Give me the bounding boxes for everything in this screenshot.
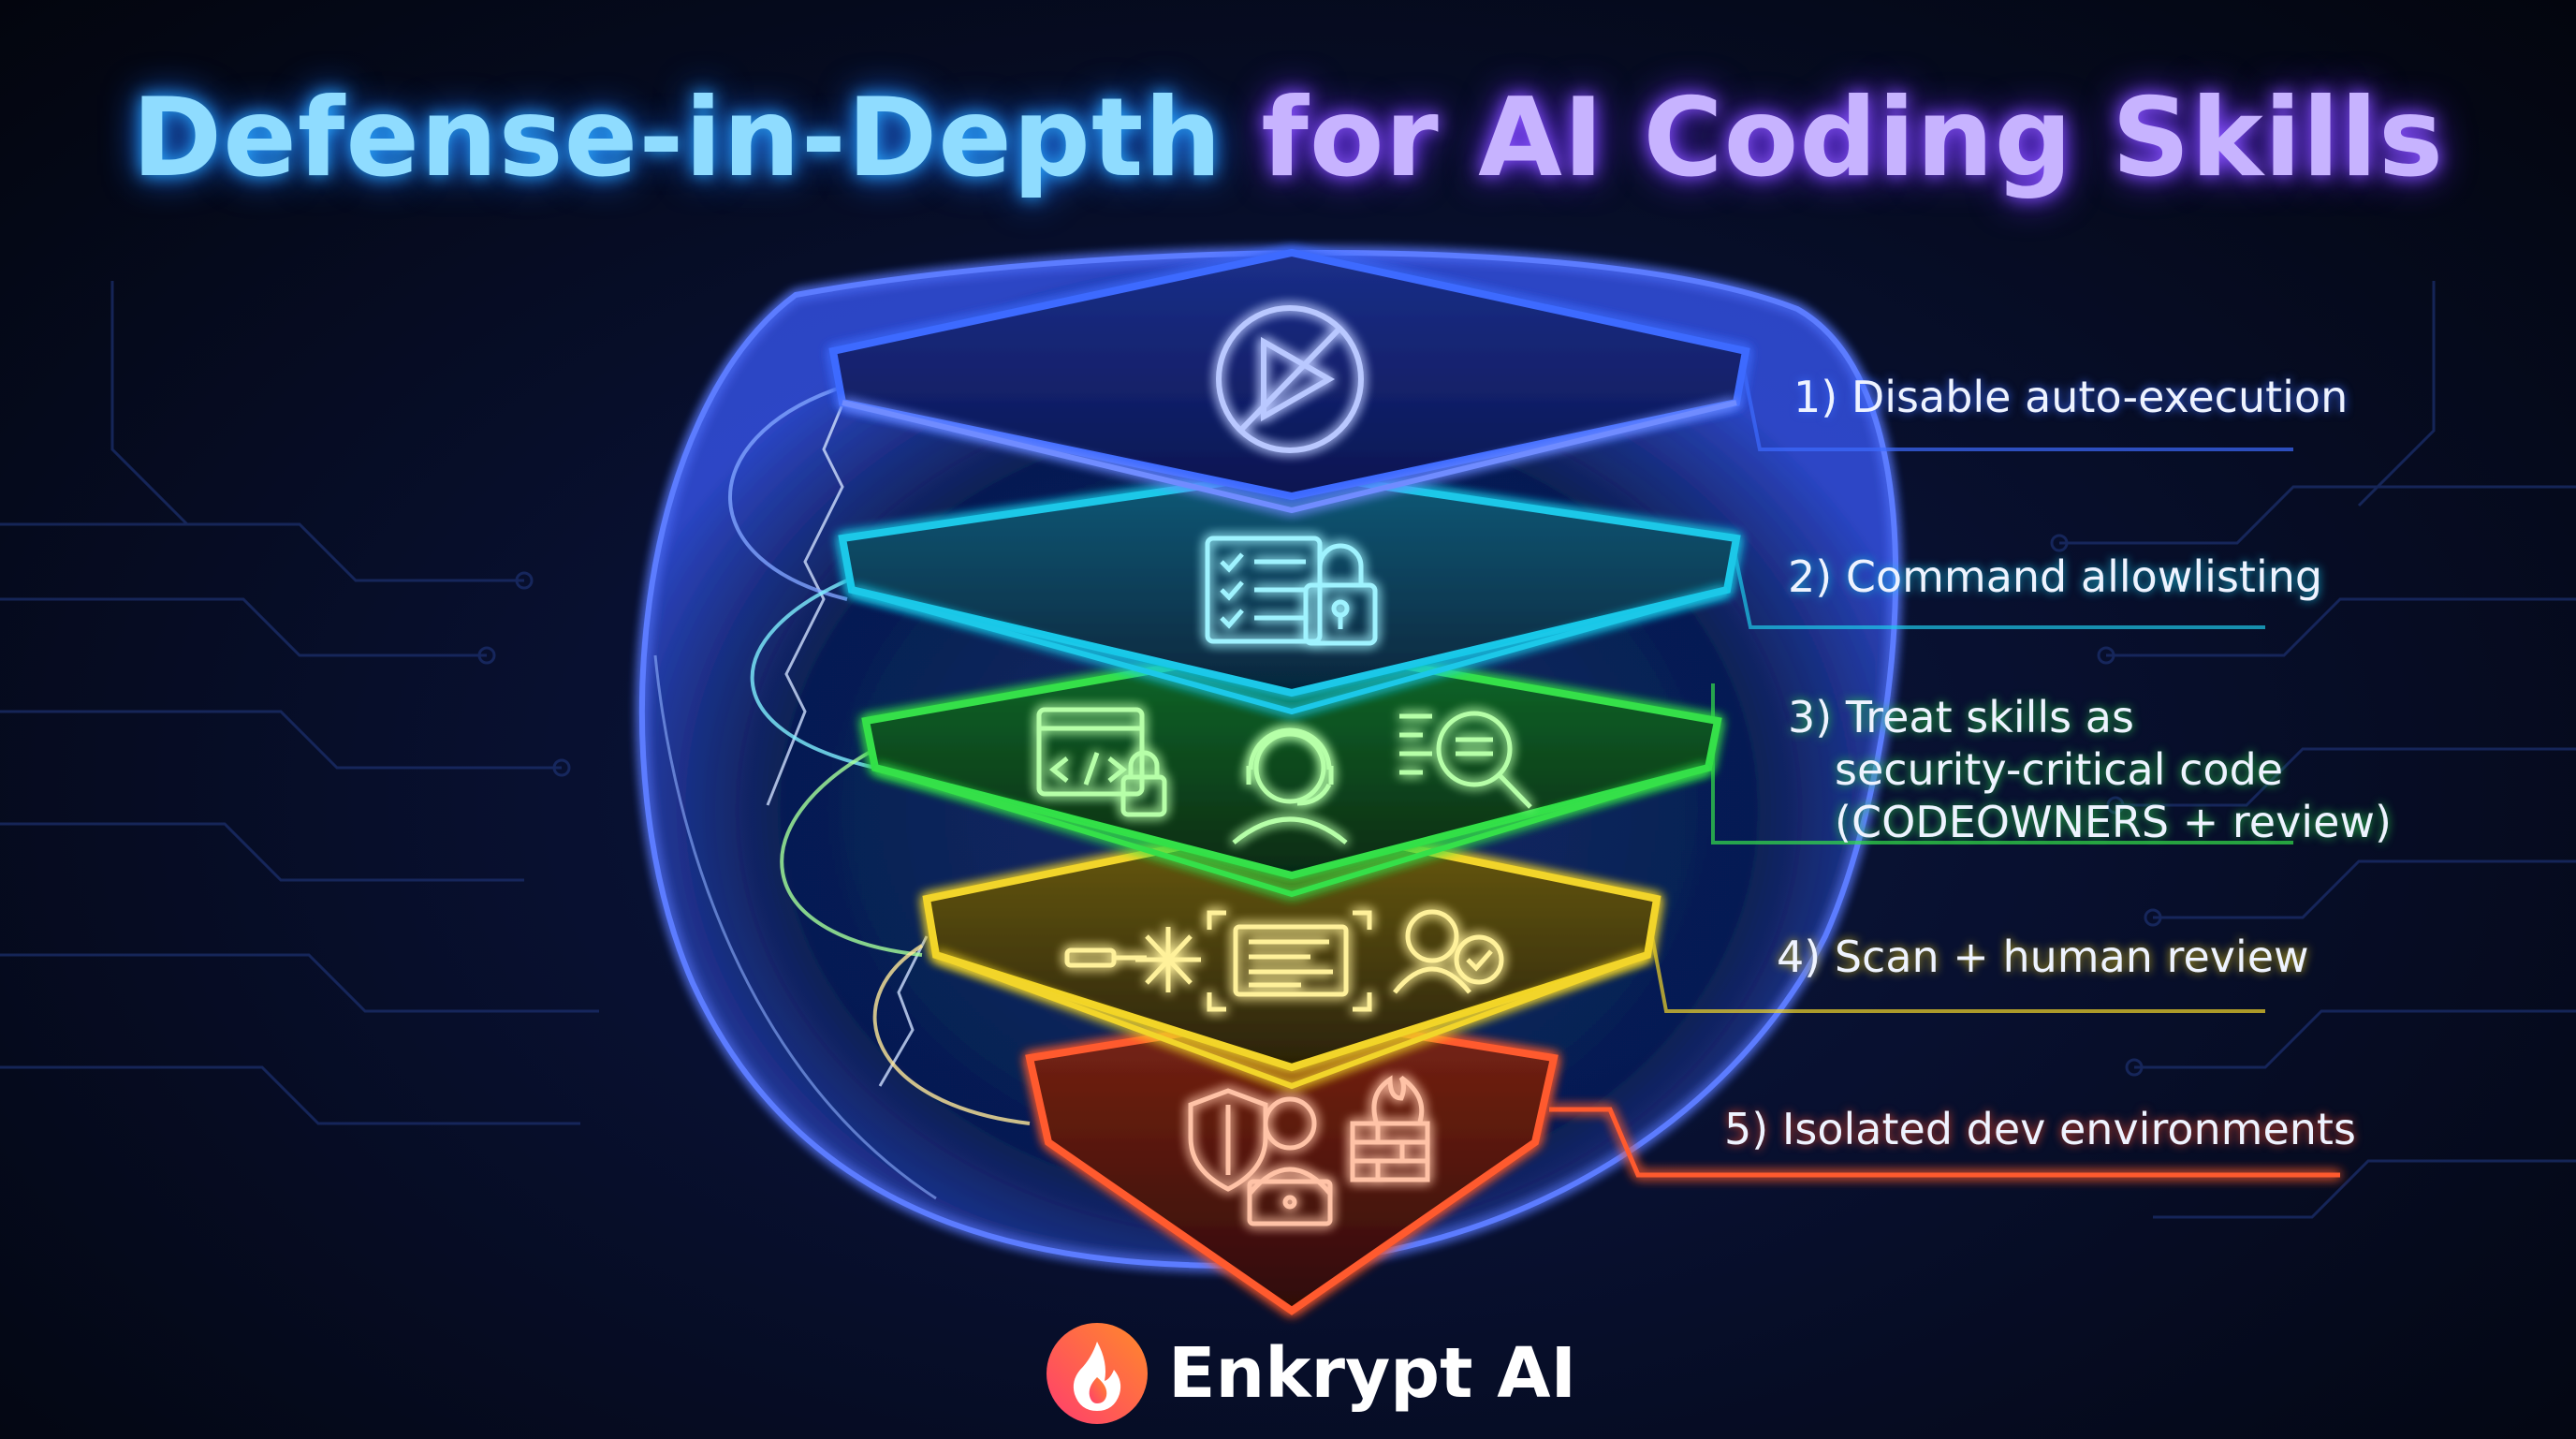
layer-2-plate [838, 468, 2265, 715]
page-title: Defense-in-Depth for AI Coding Skills [0, 75, 2576, 201]
padlock-icon [1303, 543, 1378, 646]
connector-arcs [728, 387, 1031, 1125]
layer-5-label: 5) Isolated dev environments [1724, 1104, 2356, 1154]
developer-laptop-icon [1247, 1096, 1333, 1226]
brand-name: Enkrypt AI [1168, 1333, 1577, 1414]
circuit-background [0, 281, 2576, 1219]
layer-3-label-line-1: 3) Treat skills as [1788, 692, 2134, 742]
user-check-icon [1393, 909, 1504, 994]
laser-scan-icon [1064, 927, 1201, 992]
firewall-icon [1350, 1075, 1430, 1182]
layer-3-label-line-2: security-critical code [1835, 744, 2284, 795]
code-lock-icon [1036, 707, 1167, 817]
layer-1-label: 1) Disable auto-execution [1793, 372, 2349, 422]
checklist-icon [1205, 536, 1323, 644]
layer-4-label: 4) Scan + human review [1777, 932, 2309, 982]
shield-icon [1188, 1088, 1268, 1192]
headset-user-icon [1232, 727, 1348, 844]
layer-3-label-line-3: (CODEOWNERS + review) [1835, 797, 2392, 847]
code-scan-icon [1207, 910, 1372, 1012]
layer-3-label: 3) Treat skills as security-critical cod… [1788, 691, 2392, 848]
title-part-2: for AI Coding Skills [1222, 75, 2445, 201]
layer-2-label: 2) Command allowlisting [1788, 551, 2323, 602]
enkrypt-flame-logo-icon [1046, 1323, 1148, 1424]
magnifier-icon [1399, 711, 1532, 809]
brand: Enkrypt AI [1046, 1322, 1576, 1425]
layer-1-plate [828, 248, 2293, 514]
no-play-icon [1216, 305, 1364, 453]
title-part-1: Defense-in-Depth [131, 75, 1222, 201]
